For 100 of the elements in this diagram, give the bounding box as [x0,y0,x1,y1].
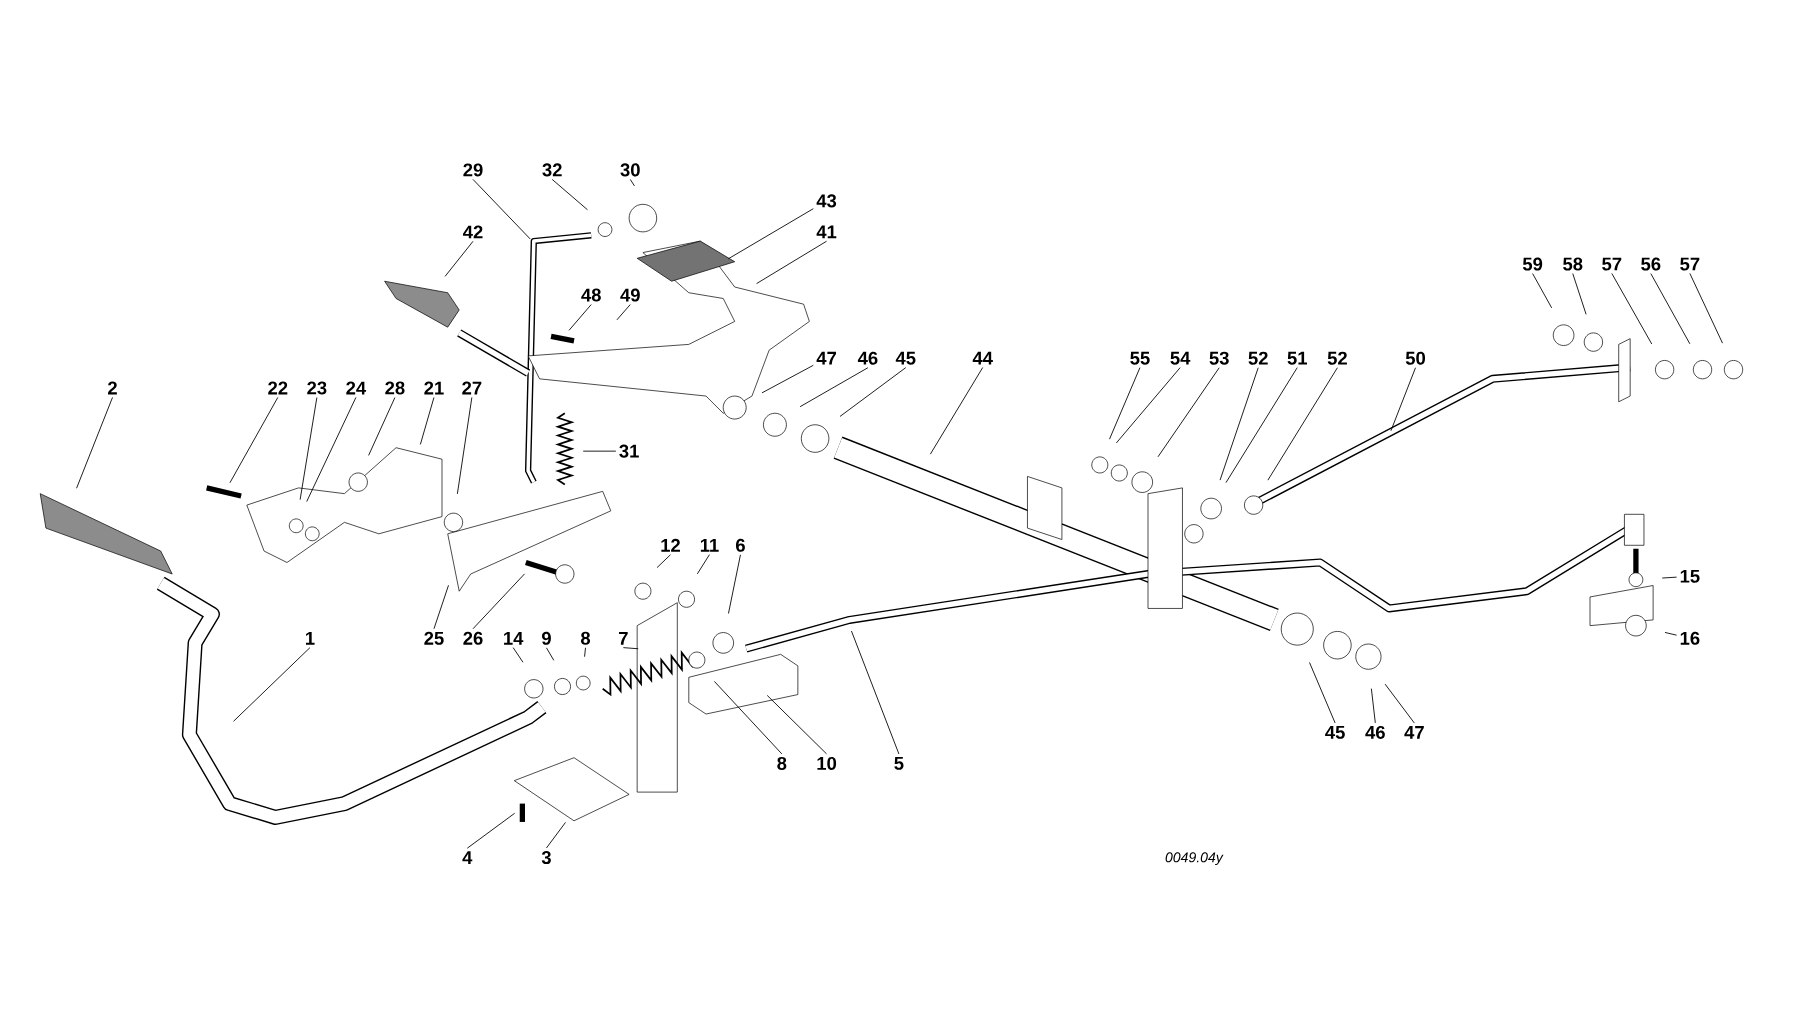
leader-line [756,240,827,285]
leader-line [466,812,516,849]
leader-line [584,647,586,658]
callout-number: 46 [857,351,878,365]
leader-line [622,647,639,650]
leader-line [713,680,783,755]
callout-number: 51 [1287,351,1307,365]
leader-line [696,554,710,575]
leader-line [76,397,113,489]
callout-number: 24 [346,381,367,395]
callout-number: 28 [385,381,405,395]
callout-number: 15 [1680,569,1700,583]
callout-number: 43 [816,194,837,208]
leader-line [546,821,566,849]
leader-line [1225,367,1298,484]
callout-number: 45 [1325,726,1345,739]
callout-number: 31 [619,444,639,458]
leader-line [472,573,525,630]
callout-number: 47 [1404,726,1424,739]
callout-number: 52 [1248,351,1268,365]
leader-line [851,630,900,755]
leader-line [1661,576,1678,579]
callout-number: 10 [817,756,837,770]
callout-number: 57 [1602,257,1622,271]
leader-line [799,367,869,408]
leader-line [368,397,396,456]
leader-line [616,304,631,321]
callout-number: 46 [1365,725,1385,739]
callout-number: 57 [1680,257,1700,271]
leader-line [1689,273,1723,344]
callout-number: 14 [504,631,524,645]
callout-number: 45 [895,351,916,365]
drawing-number: 0049.04y [1165,852,1224,866]
callout-number: 42 [463,225,483,239]
callout-number: 7 [619,631,628,645]
callout-number: 44 [972,351,993,365]
callout-number: 52 [1327,351,1347,365]
callout-number: 53 [1209,351,1229,365]
leader-line [1109,367,1141,440]
callout-number: 22 [268,381,288,395]
leader-line [766,694,827,755]
leader-line [1384,683,1415,724]
callout-number: 47 [816,351,836,365]
callout-number: 55 [1130,351,1150,365]
leader-line [1650,273,1691,345]
leader-line [546,647,555,661]
leader-line [1370,688,1376,724]
callout-number: 49 [620,288,640,302]
leader-line [306,397,357,502]
leader-line [1664,632,1678,636]
leader-line [1157,367,1220,458]
leader-line [1611,273,1653,345]
leader-line [1532,273,1553,309]
leader-line [582,450,617,452]
leader-line [727,208,814,260]
callout-number: 58 [1563,257,1583,271]
callout-number: 8 [580,631,591,645]
callout-number: 23 [307,381,327,395]
leader-line [1115,367,1181,444]
callout-number: 54 [1170,351,1191,365]
callout-number: 25 [424,631,444,645]
leader-line [233,647,311,722]
callout-number: 9 [541,631,551,645]
leader-line [456,397,473,495]
leader-line [551,179,588,211]
leader-line [1390,367,1416,432]
callout-number: 6 [736,538,745,552]
callout-number: 48 [581,288,601,302]
leader-line [1267,367,1338,481]
leader-line [656,554,671,569]
callout-number: 11 [700,538,719,552]
callout-number: 16 [1680,631,1700,645]
leader-line [1219,367,1259,481]
callout-number: 4 [462,851,473,864]
leader-line [629,179,635,187]
leader-line [1572,273,1587,315]
leader-line [728,554,741,614]
leader-line [512,647,524,663]
leader-line [229,397,279,484]
leader-line [433,584,449,630]
callout-number: 29 [463,163,483,177]
callout-number: 50 [1405,351,1425,365]
callout-number: 5 [894,757,904,770]
callout-number: 27 [462,381,482,395]
leader-line [299,397,318,501]
callout-number: 59 [1522,257,1543,271]
leader-line [419,397,435,445]
callout-number: 3 [541,851,551,865]
leader-line [472,179,531,240]
callout-number: 26 [463,631,483,645]
leader-line [761,364,814,394]
leader-line [839,367,907,417]
callout-number: 30 [620,163,640,177]
callout-number: 56 [1641,257,1661,271]
leader-line [929,367,984,455]
callout-number: 1 [306,631,315,645]
callout-number: 41 [816,225,837,239]
leader-line [1309,662,1336,724]
leader-line [444,240,474,277]
callout-number: 2 [108,381,117,395]
